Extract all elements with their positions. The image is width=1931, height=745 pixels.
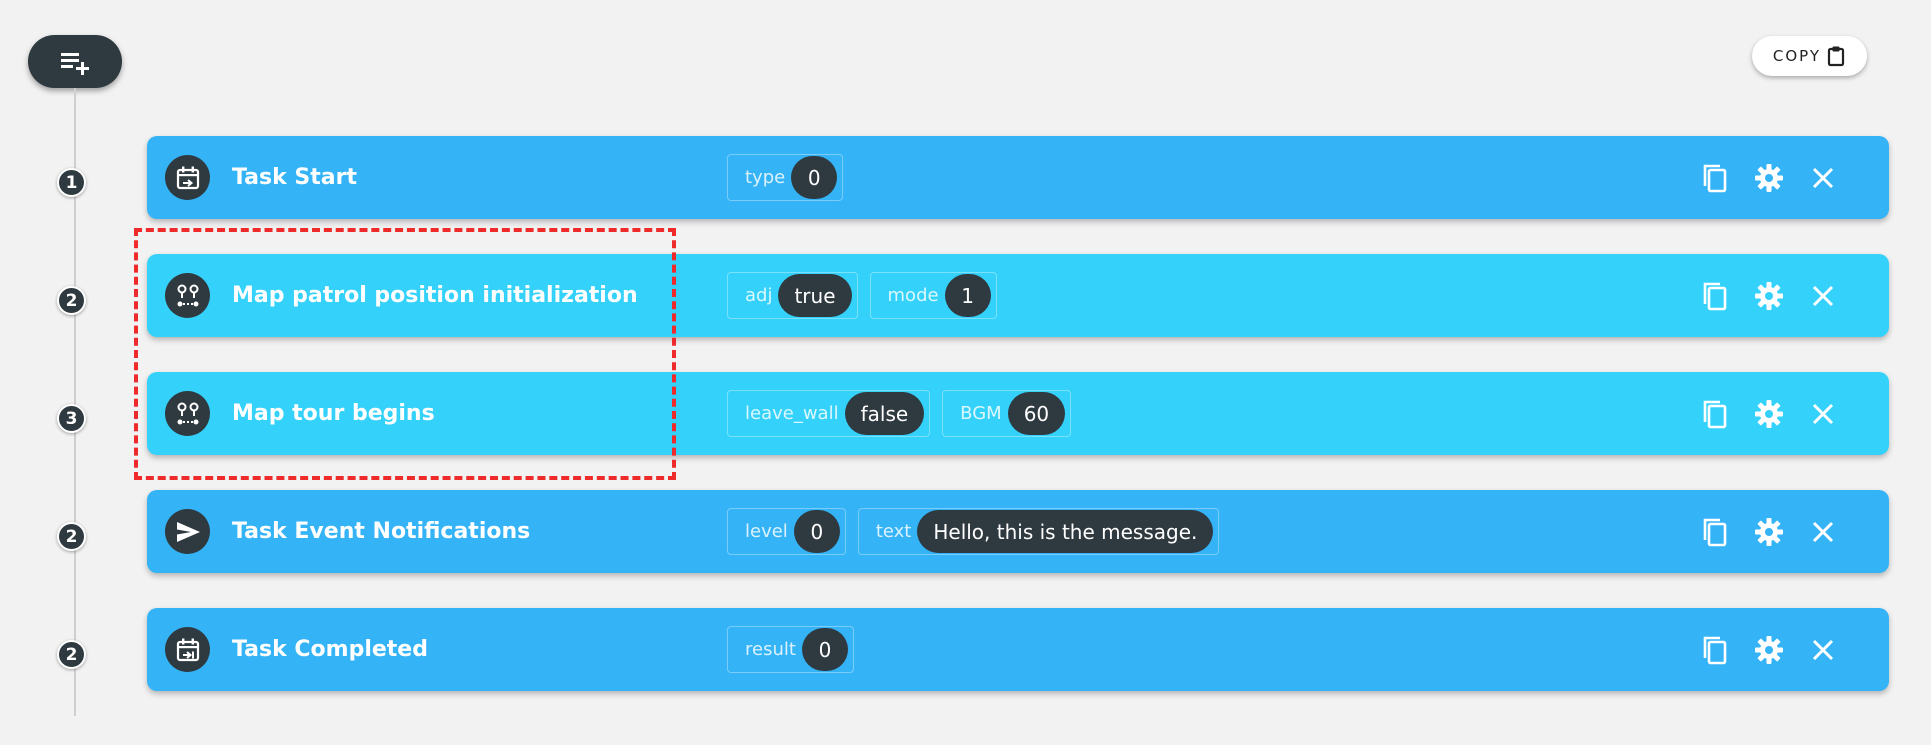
param-value[interactable]: false bbox=[844, 392, 925, 435]
task-row-task-completed[interactable]: Task Completed result 0 bbox=[147, 608, 1889, 691]
param-key: adj bbox=[745, 285, 773, 306]
param-value[interactable]: 0 bbox=[791, 156, 838, 199]
settings-button[interactable] bbox=[1751, 278, 1787, 314]
param-value[interactable]: 0 bbox=[801, 628, 848, 671]
task-params: result 0 bbox=[727, 626, 854, 673]
param-key: result bbox=[745, 639, 796, 660]
close-icon bbox=[1812, 285, 1834, 306]
task-row-map-tour-begins[interactable]: Map tour begins leave_wall false BGM 60 bbox=[147, 372, 1889, 455]
duplicate-button[interactable] bbox=[1697, 160, 1733, 196]
copy-icon bbox=[1703, 282, 1727, 310]
task-row-task-event-notifications[interactable]: Task Event Notifications level 0 text He… bbox=[147, 490, 1889, 573]
close-icon bbox=[1812, 167, 1834, 188]
task-actions bbox=[1697, 510, 1841, 553]
close-icon bbox=[1812, 521, 1834, 542]
param-value[interactable]: 1 bbox=[944, 274, 991, 317]
duplicate-button[interactable] bbox=[1697, 514, 1733, 550]
param-key: type bbox=[745, 167, 786, 188]
step-number: 1 bbox=[57, 168, 86, 197]
selection-highlight-box bbox=[134, 228, 676, 480]
clipboard-icon bbox=[1827, 46, 1845, 67]
param-bgm[interactable]: BGM 60 bbox=[942, 390, 1072, 437]
add-task-button[interactable] bbox=[28, 35, 122, 88]
task-title: Map patrol position initialization bbox=[232, 283, 638, 308]
duplicate-button[interactable] bbox=[1697, 632, 1733, 668]
task-title: Task Completed bbox=[232, 637, 428, 662]
param-value[interactable]: Hello, this is the message. bbox=[917, 510, 1214, 553]
param-key: text bbox=[875, 521, 912, 542]
task-row-map-patrol-init[interactable]: Map patrol position initialization adj t… bbox=[147, 254, 1889, 337]
param-adj[interactable]: adj true bbox=[727, 272, 858, 319]
map-route-icon bbox=[165, 273, 210, 318]
map-route-icon bbox=[165, 391, 210, 436]
task-actions bbox=[1697, 156, 1841, 199]
duplicate-button[interactable] bbox=[1697, 396, 1733, 432]
settings-button[interactable] bbox=[1751, 160, 1787, 196]
step-number: 3 bbox=[57, 404, 86, 433]
copy-button-label: COPY bbox=[1772, 47, 1822, 65]
gear-icon bbox=[1755, 281, 1783, 310]
copy-icon bbox=[1703, 400, 1727, 428]
copy-button[interactable]: COPY bbox=[1752, 36, 1867, 76]
delete-button[interactable] bbox=[1805, 160, 1841, 196]
calendar-start-icon bbox=[165, 155, 210, 200]
param-text[interactable]: text Hello, this is the message. bbox=[857, 508, 1220, 555]
task-params: level 0 text Hello, this is the message. bbox=[727, 508, 1220, 555]
settings-button[interactable] bbox=[1751, 632, 1787, 668]
task-row-task-start[interactable]: Task Start type 0 bbox=[147, 136, 1889, 219]
task-params: type 0 bbox=[727, 154, 844, 201]
param-key: BGM bbox=[960, 403, 1002, 424]
step-number: 2 bbox=[57, 286, 86, 315]
task-actions bbox=[1697, 628, 1841, 671]
close-icon bbox=[1812, 639, 1834, 660]
param-result[interactable]: result 0 bbox=[727, 626, 854, 673]
param-leave-wall[interactable]: leave_wall false bbox=[727, 390, 931, 437]
settings-button[interactable] bbox=[1751, 396, 1787, 432]
param-value[interactable]: 0 bbox=[793, 510, 840, 553]
send-icon bbox=[165, 509, 210, 554]
gear-icon bbox=[1755, 399, 1783, 428]
delete-button[interactable] bbox=[1805, 514, 1841, 550]
param-mode[interactable]: mode 1 bbox=[869, 272, 997, 319]
task-title: Task Start bbox=[232, 165, 357, 190]
close-icon bbox=[1812, 403, 1834, 424]
copy-icon bbox=[1703, 636, 1727, 664]
param-value[interactable]: true bbox=[778, 274, 852, 317]
param-key: level bbox=[745, 521, 788, 542]
gear-icon bbox=[1755, 517, 1783, 546]
gear-icon bbox=[1755, 635, 1783, 664]
calendar-end-icon bbox=[165, 627, 210, 672]
step-number: 2 bbox=[57, 522, 86, 551]
copy-icon bbox=[1703, 518, 1727, 546]
copy-icon bbox=[1703, 164, 1727, 192]
delete-button[interactable] bbox=[1805, 632, 1841, 668]
timeline-line bbox=[74, 88, 76, 716]
task-params: leave_wall false BGM 60 bbox=[727, 390, 1072, 437]
param-level[interactable]: level 0 bbox=[727, 508, 846, 555]
task-title: Task Event Notifications bbox=[232, 519, 531, 544]
task-params: adj true mode 1 bbox=[727, 272, 997, 319]
delete-button[interactable] bbox=[1805, 278, 1841, 314]
delete-button[interactable] bbox=[1805, 396, 1841, 432]
step-number: 2 bbox=[57, 640, 86, 669]
param-key: mode bbox=[887, 285, 939, 306]
task-actions bbox=[1697, 274, 1841, 317]
playlist-add-icon bbox=[61, 52, 89, 75]
gear-icon bbox=[1755, 163, 1783, 192]
param-key: leave_wall bbox=[745, 403, 839, 424]
param-type[interactable]: type 0 bbox=[727, 154, 844, 201]
param-value[interactable]: 60 bbox=[1007, 392, 1066, 435]
task-actions bbox=[1697, 392, 1841, 435]
settings-button[interactable] bbox=[1751, 514, 1787, 550]
task-title: Map tour begins bbox=[232, 401, 435, 426]
duplicate-button[interactable] bbox=[1697, 278, 1733, 314]
